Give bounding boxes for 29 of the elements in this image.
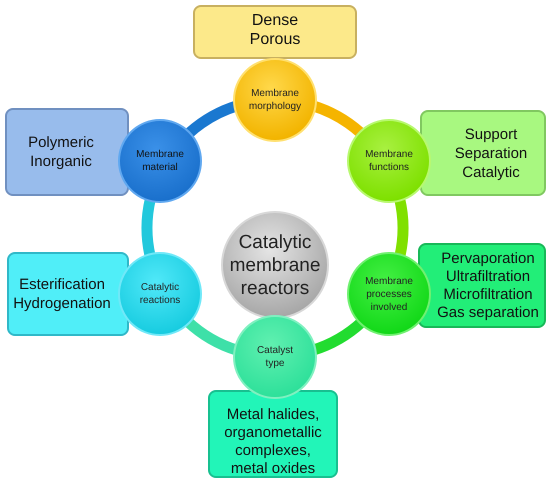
topic-label: Membrane processes involved [364, 274, 414, 314]
topic-label: Membrane morphology [248, 87, 302, 113]
detail-item: Inorganic [29, 152, 93, 171]
detail-item: Gas separation [436, 304, 540, 322]
hub-title: Catalytic membrane reactors [228, 230, 322, 300]
detail-item: Ultrafiltration [444, 268, 532, 286]
detail-item: Catalytic [461, 162, 521, 182]
ring-connector [142, 198, 156, 258]
topic-label: Membrane material [135, 148, 185, 174]
ring-connector [394, 197, 408, 258]
detail-item: Support [464, 124, 518, 144]
topic-label: Membrane functions [364, 148, 414, 174]
detail-item: Hydrogenation [12, 294, 112, 313]
detail-item: Polymeric [27, 133, 95, 152]
detail-box [7, 252, 129, 336]
detail-box [5, 108, 129, 196]
detail-box [420, 110, 546, 196]
topic-label: Catalyst type [256, 344, 294, 370]
detail-box [208, 390, 338, 478]
detail-box [193, 5, 357, 59]
detail-box [418, 243, 546, 328]
detail-item: Porous [248, 30, 302, 49]
detail-item: Esterification [18, 275, 106, 294]
detail-item: Separation [454, 144, 528, 162]
topic-label: Catalytic reactions [138, 281, 182, 307]
detail-item: Dense [250, 11, 300, 30]
detail-item: Microfiltration [442, 286, 534, 304]
detail-item: Pervaporation [440, 250, 536, 268]
detail-item: Metal halides, organometallic complexes, metal oxides [223, 406, 323, 478]
